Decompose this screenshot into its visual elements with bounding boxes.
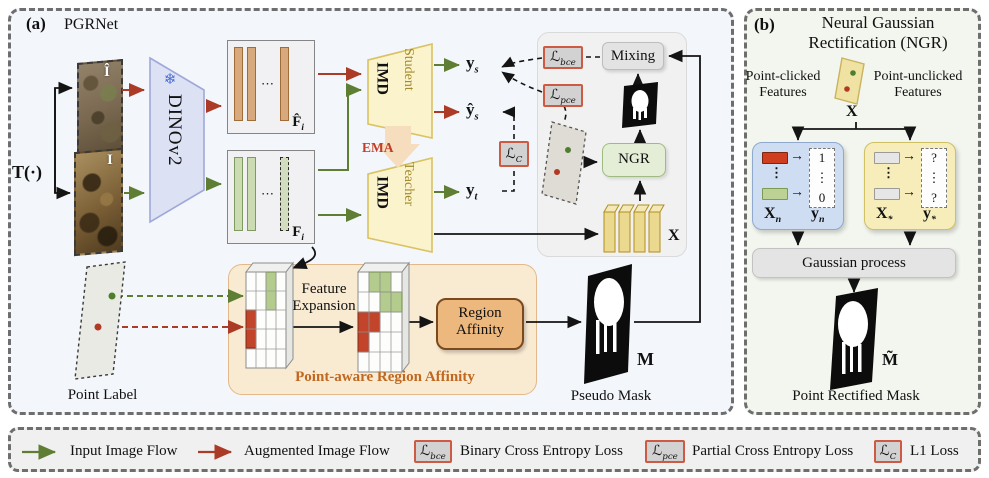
ellipsis-icon: ⋯ (261, 185, 275, 201)
student-role-label: Student (401, 48, 417, 91)
x-features-label: X (846, 103, 858, 120)
yn-label: yn (811, 205, 825, 226)
legend-l1-label: L1 Loss (910, 443, 959, 459)
panel-b-tag: (b) (754, 15, 775, 34)
teacher-imd-label: IMD (373, 176, 391, 209)
map-arrow: → (902, 149, 916, 164)
x-stack-label: X (668, 227, 680, 244)
bce-loss-badge: ℒbce (543, 46, 583, 69)
input-image-label: I (107, 152, 113, 168)
ellipsis-icon: ⋯ (261, 75, 275, 91)
rectified-mask-caption: Point Rectified Mask (792, 388, 920, 404)
pra-title: Point-aware Region Affinity (295, 369, 475, 385)
panel-a-tag: (a) (26, 14, 46, 33)
feature-expansion-label: Feature Expansion (292, 281, 356, 315)
yhat-s-label: ŷs (466, 100, 479, 123)
yt-label: yt (466, 180, 478, 203)
teacher-role-label: Teacher (401, 162, 417, 207)
known-labels-box: 1 ⋮ 0 (809, 148, 835, 208)
input-feature-label: Fi (292, 224, 304, 243)
legend-bce-badge: ℒbce (414, 440, 452, 463)
feature-slab (247, 46, 256, 121)
region-affinity-box: Region Affinity (436, 298, 524, 350)
feature-slab (247, 156, 256, 231)
map-arrow: → (790, 185, 804, 200)
feature-slab (280, 46, 289, 121)
map-arrow: → (902, 185, 916, 200)
input-feature-box: ⋯ Fi (227, 150, 315, 244)
ngr-box: NGR (602, 143, 666, 177)
legend-pce-badge: ℒpce (645, 440, 685, 463)
legend-input-flow-label: Input Image Flow (70, 443, 178, 459)
legend-bce-label: Binary Cross Entropy Loss (460, 443, 623, 459)
feature-slab (234, 156, 243, 231)
pce-loss-badge: ℒpce (543, 84, 583, 107)
legend-pce-label: Partial Cross Entropy Loss (692, 443, 854, 459)
ys-label: ys (466, 53, 479, 76)
rectified-mask-symbol: M̃ (882, 350, 899, 369)
augmented-image-label: Î (104, 64, 110, 80)
point-label-caption: Point Label (67, 387, 138, 403)
clicked-features-box: → ⋮ → 1 ⋮ 0 Xn yn (752, 142, 844, 230)
pseudo-mask-symbol: M (637, 349, 654, 369)
snowflake-icon: ❄ (163, 72, 177, 88)
unknown-feature-cuboid (874, 188, 900, 200)
clicked-features-label: Point-clicked Features (745, 69, 821, 101)
vdots: ⋮ (770, 165, 783, 180)
student-imd-label: IMD (373, 62, 391, 95)
consistency-loss-badge: ℒC (499, 141, 529, 167)
xstar-label: X* (876, 205, 893, 226)
aug-feature-label: F̂i (292, 114, 304, 133)
gaussian-process-box: Gaussian process (752, 248, 956, 278)
unclicked-features-label: Point-unclicked Features (873, 69, 963, 101)
panel-a-title: PGRNet (64, 16, 119, 33)
ema-label: EMA (362, 140, 394, 155)
feature-slab-dashed (280, 156, 289, 231)
legend-l1-badge: ℒC (874, 440, 902, 463)
transform-label: T(·) (12, 162, 42, 182)
pseudo-mask-caption: Pseudo Mask (570, 388, 652, 404)
unclicked-features-box: → ⋮ → ? ⋮ ? X* y* (864, 142, 956, 230)
negative-feature-cuboid (762, 188, 788, 200)
legend-bar (8, 427, 981, 472)
xn-label: Xn (764, 205, 782, 226)
encoder-label: DINOv2 (163, 94, 185, 167)
positive-feature-cuboid (762, 152, 788, 164)
vdots: ⋮ (882, 165, 895, 180)
feature-slab (234, 46, 243, 121)
aug-feature-box: ⋯ F̂i (227, 40, 315, 134)
unknown-labels-box: ? ⋮ ? (921, 148, 947, 208)
mixing-box: Mixing (602, 42, 664, 70)
legend-augmented-flow-label: Augmented Image Flow (244, 443, 390, 459)
unknown-feature-cuboid (874, 152, 900, 164)
ystar-label: y* (923, 205, 936, 226)
panel-b-title: Neural Gaussian Rectification (NGR) (808, 13, 948, 52)
map-arrow: → (790, 149, 804, 164)
